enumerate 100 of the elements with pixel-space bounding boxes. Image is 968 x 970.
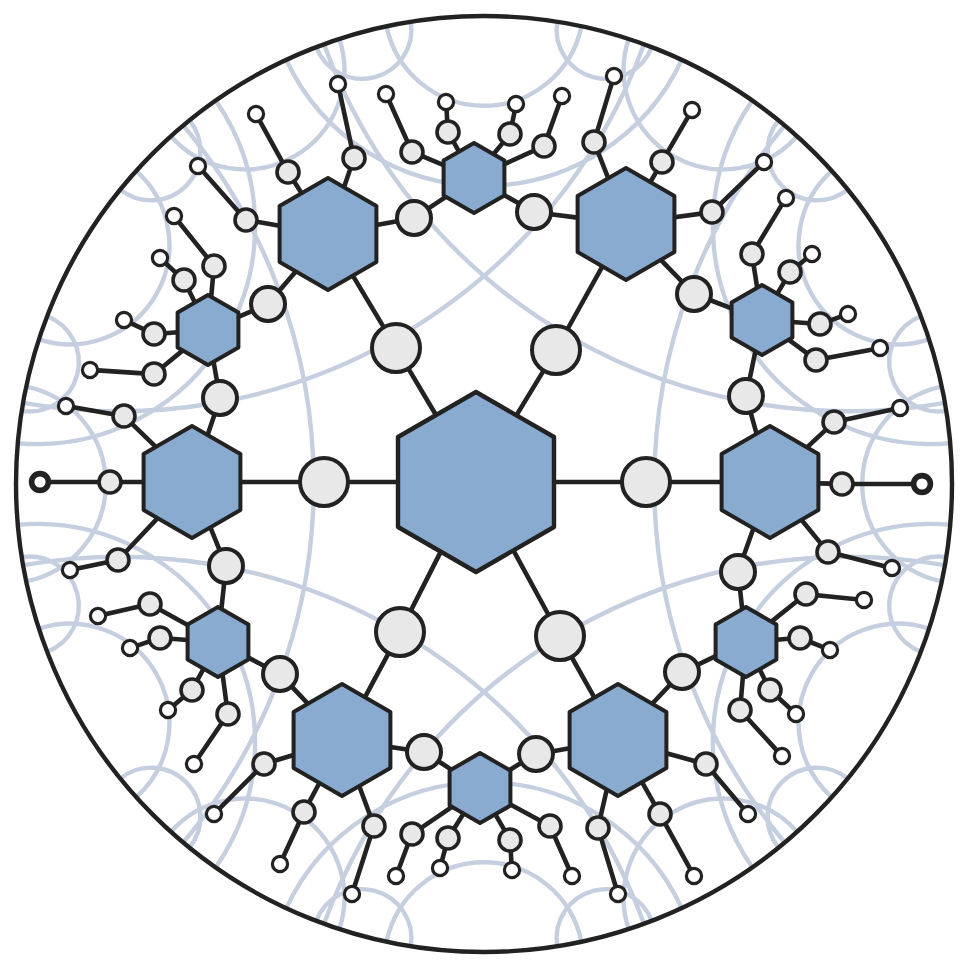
connector-line [345,479,401,485]
connector-line [695,653,718,668]
connector-line [208,525,222,553]
connector-line [662,821,693,872]
circle-node [719,553,757,591]
tiny-circle-node [882,558,902,578]
tiny-circle-node [164,206,184,226]
tiny-circle-node [854,590,874,610]
connector-line [200,169,241,215]
tiny-circle-node [786,704,806,724]
connector-line [46,479,102,485]
small-circle-node [793,581,819,607]
connector-line [362,650,391,700]
small-circle-node [141,321,167,347]
connector-line [658,257,685,285]
small-circle-node [585,815,611,841]
tiny-circle-node [60,560,80,580]
connector-line [118,479,146,485]
small-circle-node [291,799,317,825]
connector-line [552,833,572,872]
small-hexagon-node [713,605,779,679]
small-circle-node [141,361,167,387]
tiny-circle-node [342,884,362,904]
small-circle-node [171,267,197,293]
tiny-circle-node [552,86,572,106]
circle-node [405,733,443,771]
circle-node [249,285,287,323]
hexagon-node [291,682,393,798]
circle-node [663,653,701,691]
small-circle-node [399,139,425,165]
connector-line [492,811,507,833]
large-circle-node [374,606,426,658]
small-hexagon-node [185,605,251,679]
circle-node [675,275,713,313]
connector-line [425,194,449,211]
connector-line [217,769,259,811]
tiny-circle-node [328,74,348,94]
connector-line [665,114,691,155]
connector-line [211,359,220,384]
tiny-circle-node [188,156,208,176]
small-circle-node [215,701,241,727]
connector-line [406,366,439,418]
circle-node [201,379,239,417]
connector-line [208,274,216,300]
large-circle-node [534,610,586,662]
small-circle-node [435,119,461,145]
tiny-circle-node [150,248,170,268]
small-circle-node [341,145,367,171]
connector-line [374,218,400,228]
large-circle-node [530,324,582,376]
small-circle-node [201,253,227,279]
circle-node [207,547,245,585]
small-circle-node [647,801,673,827]
small-circle-node [251,751,277,777]
connector-line [741,526,756,559]
small-circle-node [581,129,607,155]
connector-line [842,407,895,423]
connector-line [508,802,543,824]
tiny-circle-node [772,746,792,766]
connector-line [280,819,302,860]
tiny-circle-node [204,804,224,824]
small-circle-node [105,547,131,573]
small-hexagon-node [729,283,795,357]
connector-line [594,80,615,134]
connector-line [598,787,610,820]
connector-line [502,148,537,167]
small-circle-node [787,625,813,651]
hexagon-node [567,682,669,798]
connector-line [205,411,217,438]
connector-line [341,166,353,190]
small-circle-node [137,591,163,617]
connector-line [769,598,800,624]
tiny-circle-node [820,640,840,660]
connector-line [157,607,190,628]
connector-line [824,347,875,361]
connector-line [386,98,410,145]
connector-line [672,211,704,220]
tiny-circle-node [870,338,890,358]
tiny-circle-node [436,92,456,112]
connector-line [95,368,146,376]
connector-line [356,783,373,818]
small-circle-node [699,199,725,225]
connector-line [751,262,760,291]
small-circle-node [727,697,753,723]
connector-line [71,404,116,417]
small-circle-node [803,347,829,373]
connector-line [75,559,110,571]
connector-line [707,297,734,311]
connector-line [408,549,444,613]
small-circle-node [777,259,803,285]
tiny-circle-node [270,854,290,874]
connector-line [639,779,657,807]
small-circle-node [807,311,833,337]
circle-node [515,193,553,231]
circle-node [261,655,299,693]
large-hexagon-node [395,389,557,575]
tiny-circle-node [838,304,858,324]
small-hexagon-node [441,141,507,215]
connector-line [123,515,160,555]
large-circle-node [370,322,422,374]
